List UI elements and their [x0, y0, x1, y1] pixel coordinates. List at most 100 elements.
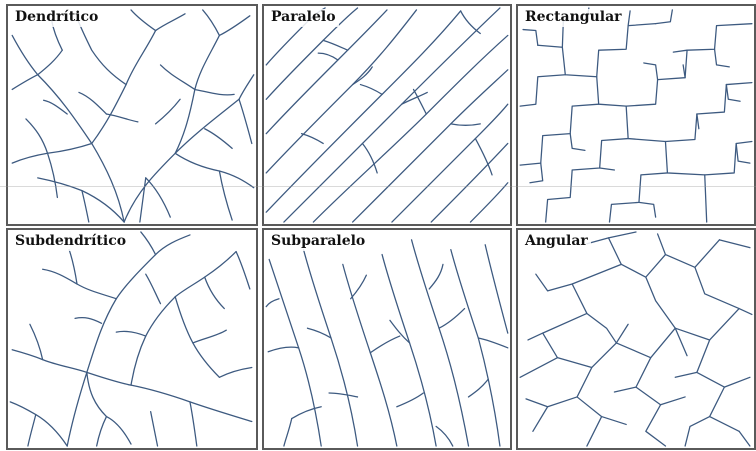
stream-segment — [485, 245, 508, 333]
stream-segment — [38, 50, 63, 75]
stream-segment — [683, 65, 685, 78]
stream-segment — [343, 264, 397, 446]
stream-segment — [451, 250, 500, 446]
stream-segment — [520, 232, 636, 377]
stream-segment — [44, 100, 68, 114]
stream-segment — [600, 168, 615, 170]
stream-segment — [609, 173, 667, 222]
stream-segment — [661, 397, 686, 405]
stream-segment — [528, 333, 543, 340]
stream-segment — [12, 75, 38, 90]
stream-segment — [175, 153, 254, 187]
stream-segment — [92, 31, 156, 144]
stream-segment — [644, 63, 658, 80]
panel-label: Dendrítico — [14, 9, 101, 27]
stream-segment — [436, 426, 453, 446]
stream-segment — [323, 40, 348, 50]
panel-subdendritico: Subdendrítico — [6, 228, 258, 450]
stream-segment — [239, 75, 254, 100]
drainage-pattern-angular — [518, 230, 754, 448]
stream-segment — [715, 49, 730, 67]
stream-segment — [439, 309, 465, 329]
stream-segment — [370, 336, 399, 353]
drainage-pattern-subparalelo — [264, 230, 510, 448]
panel-label: Subdendrítico — [14, 233, 129, 251]
stream-segment — [12, 350, 87, 373]
stream-segment — [431, 143, 508, 222]
stream-segment — [478, 338, 507, 348]
stream-segment — [30, 324, 43, 359]
stream-segment — [318, 53, 338, 60]
panel-label: Rectangular — [524, 9, 625, 27]
stream-segment — [353, 70, 508, 222]
stream-segment — [451, 124, 480, 125]
stream-segment — [685, 417, 710, 446]
stream-segment — [284, 419, 292, 446]
stream-segment — [75, 318, 102, 324]
stream-segment — [536, 274, 572, 291]
stream-segment — [140, 178, 146, 222]
stream-segment — [639, 202, 656, 217]
stream-segment — [131, 10, 156, 31]
stream-segment — [646, 277, 675, 328]
stream-segment — [402, 92, 428, 104]
stream-segment — [697, 340, 739, 431]
stream-segment — [621, 240, 719, 277]
stream-segment — [673, 50, 687, 52]
stream-segment — [636, 358, 665, 446]
stream-segment — [470, 183, 507, 222]
stream-segment — [195, 89, 234, 94]
stream-segment — [87, 372, 252, 421]
stream-segment — [87, 372, 107, 416]
stream-segment — [67, 255, 155, 446]
stream-segment — [429, 264, 443, 289]
stream-segment — [469, 379, 489, 397]
stream-segment — [12, 35, 124, 222]
stream-segment — [412, 240, 469, 446]
stream-segment — [329, 393, 357, 397]
stream-segment — [533, 397, 577, 431]
stream-segment — [131, 297, 175, 385]
stream-segment — [656, 10, 673, 24]
drainage-pattern-rectangular — [518, 6, 754, 224]
stream-segment — [156, 14, 185, 31]
panel-rectangular: Rectangular — [516, 4, 756, 226]
stream-segment — [266, 299, 279, 307]
stream-segment — [520, 104, 599, 165]
stream-segment — [392, 104, 508, 222]
stream-segment — [557, 309, 751, 368]
stream-segment — [69, 250, 77, 284]
stream-segment — [38, 178, 124, 222]
stream-segment — [219, 171, 232, 220]
stream-segment — [697, 114, 699, 129]
stream-segment — [520, 75, 565, 106]
stream-segment — [12, 143, 92, 163]
stream-segment — [28, 415, 36, 446]
scan-line — [0, 186, 756, 187]
stream-segment — [205, 277, 225, 308]
stream-segment — [190, 402, 197, 446]
stream-segment — [602, 417, 627, 425]
stream-segment — [736, 143, 750, 163]
stream-segment — [268, 347, 298, 352]
stream-segment — [304, 250, 358, 446]
stream-segment — [719, 240, 749, 248]
stream-segment — [526, 399, 548, 407]
stream-segment — [351, 275, 367, 299]
drainage-pattern-subdendritico — [8, 230, 256, 448]
stream-segment — [156, 99, 181, 124]
stream-segment — [269, 259, 321, 446]
stream-segment — [160, 65, 194, 90]
stream-segment — [570, 134, 585, 151]
stream-segment — [219, 16, 249, 36]
stream-segment — [146, 274, 161, 303]
stream-segment — [156, 235, 190, 255]
stream-segment — [77, 18, 126, 85]
panel-label: Angular — [524, 233, 591, 251]
stream-segment — [658, 234, 666, 255]
stream-segment — [97, 417, 107, 446]
stream-segment — [236, 252, 250, 289]
stream-segment — [577, 367, 602, 446]
stream-segment — [146, 178, 171, 217]
stream-segment — [665, 83, 751, 142]
